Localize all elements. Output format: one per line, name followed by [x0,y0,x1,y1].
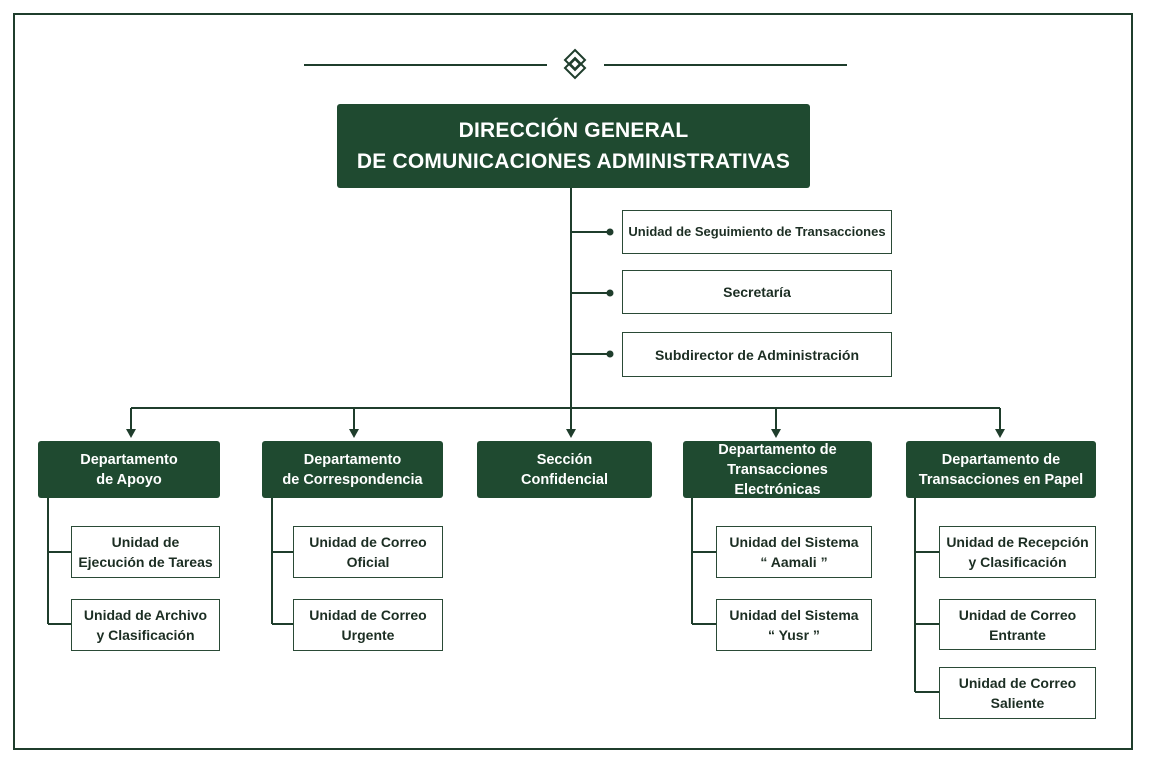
unit-correo-oficial: Unidad de Correo Oficial [293,526,443,578]
department-arrow-0 [126,429,136,438]
director-general-box: DIRECCIÓN GENERAL DE COMUNICACIONES ADMI… [337,104,810,188]
dept-transacciones-electronicas: Departamento de Transacciones Electrónic… [683,441,872,498]
department-arrow-1 [349,429,359,438]
ornament-rule-left [304,64,547,66]
staff-branch-dot-0 [606,228,614,236]
department-arrow-3 [771,429,781,438]
unit-recepcion-clasificacion: Unidad de Recepción y Clasificación [939,526,1096,578]
staff-unit-subdirector: Subdirector de Administración [622,332,892,377]
department-arrow-2 [566,429,576,438]
staff-branch-dot-1 [606,289,614,297]
seccion-confidencial: Sección Confidencial [477,441,652,498]
unit-correo-saliente: Unidad de Correo Saliente [939,667,1096,719]
unit-ejecucion-tareas: Unidad de Ejecución de Tareas [71,526,220,578]
staff-unit-seguimiento: Unidad de Seguimiento de Transacciones [622,210,892,254]
diamond-knot-icon [563,48,587,80]
dept-correspondencia: Departamento de Correspondencia [262,441,443,498]
unit-archivo-clasificacion: Unidad de Archivo y Clasificación [71,599,220,651]
ornament-rule-right [604,64,847,66]
unit-correo-entrante: Unidad de Correo Entrante [939,599,1096,650]
unit-sistema-aamali: Unidad del Sistema “ Aamali ” [716,526,872,578]
dept-apoyo: Departamento de Apoyo [38,441,220,498]
dept-transacciones-papel: Departamento de Transacciones en Papel [906,441,1096,498]
unit-correo-urgente: Unidad de Correo Urgente [293,599,443,651]
page-border [13,13,1133,750]
staff-unit-secretaria: Secretaría [622,270,892,314]
staff-branch-dot-2 [606,350,614,358]
department-arrow-4 [995,429,1005,438]
unit-sistema-yusr: Unidad del Sistema “ Yusr ” [716,599,872,651]
